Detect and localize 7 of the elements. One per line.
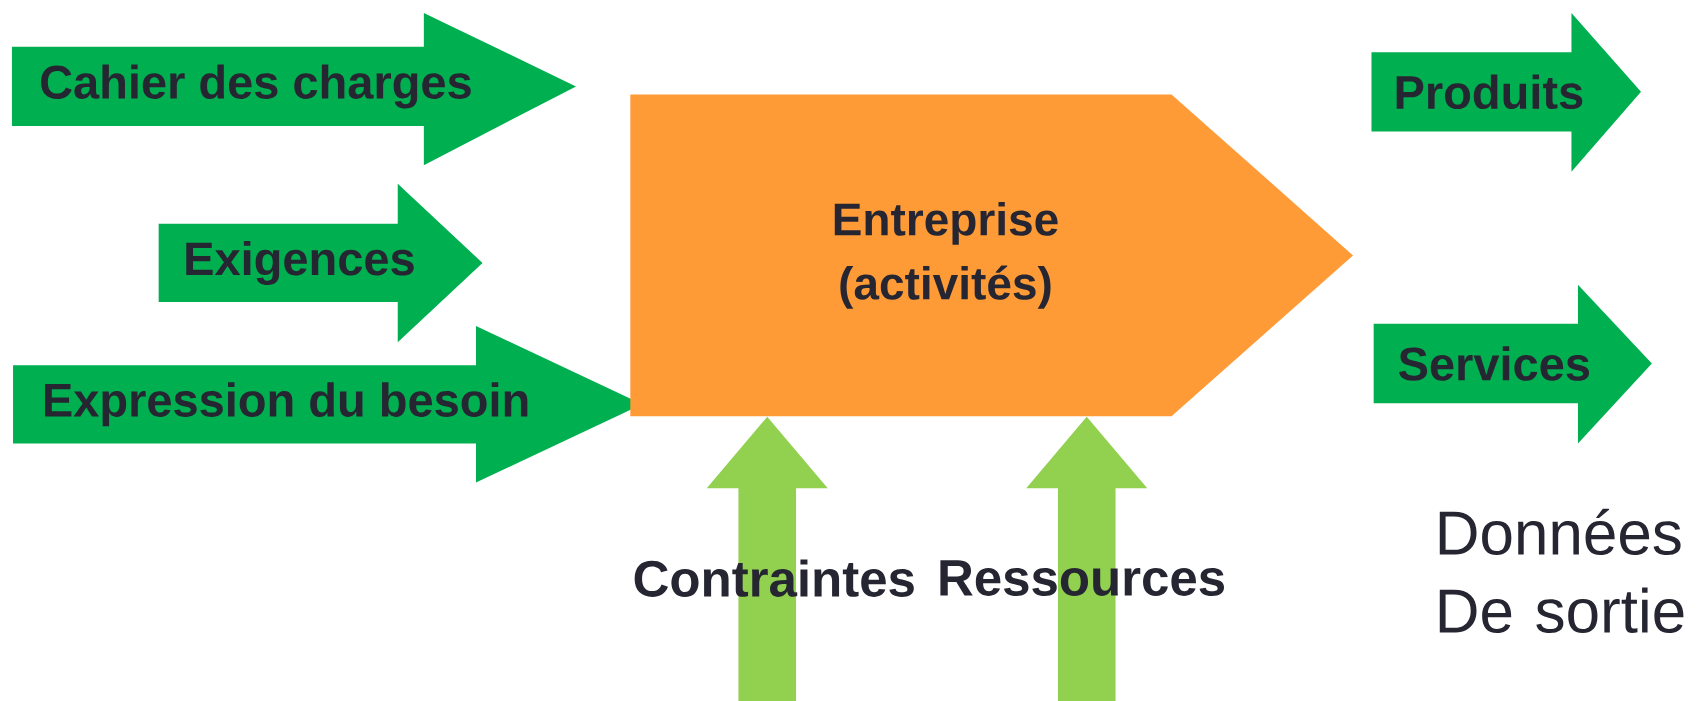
pentagon-box: Entreprise (activités) (630, 94, 1353, 417)
note-text: Données De sortie (1439, 508, 1684, 634)
arrow-shaped-box: Cahier des charges (11, 13, 576, 166)
arrow-shaped-box: Produits (1371, 13, 1641, 172)
arrow-shaped-box: Services (1373, 284, 1652, 444)
arrow-shaped-box: Expression du besoin (13, 326, 643, 483)
arrow-shaped-box: Exigences (158, 183, 483, 343)
